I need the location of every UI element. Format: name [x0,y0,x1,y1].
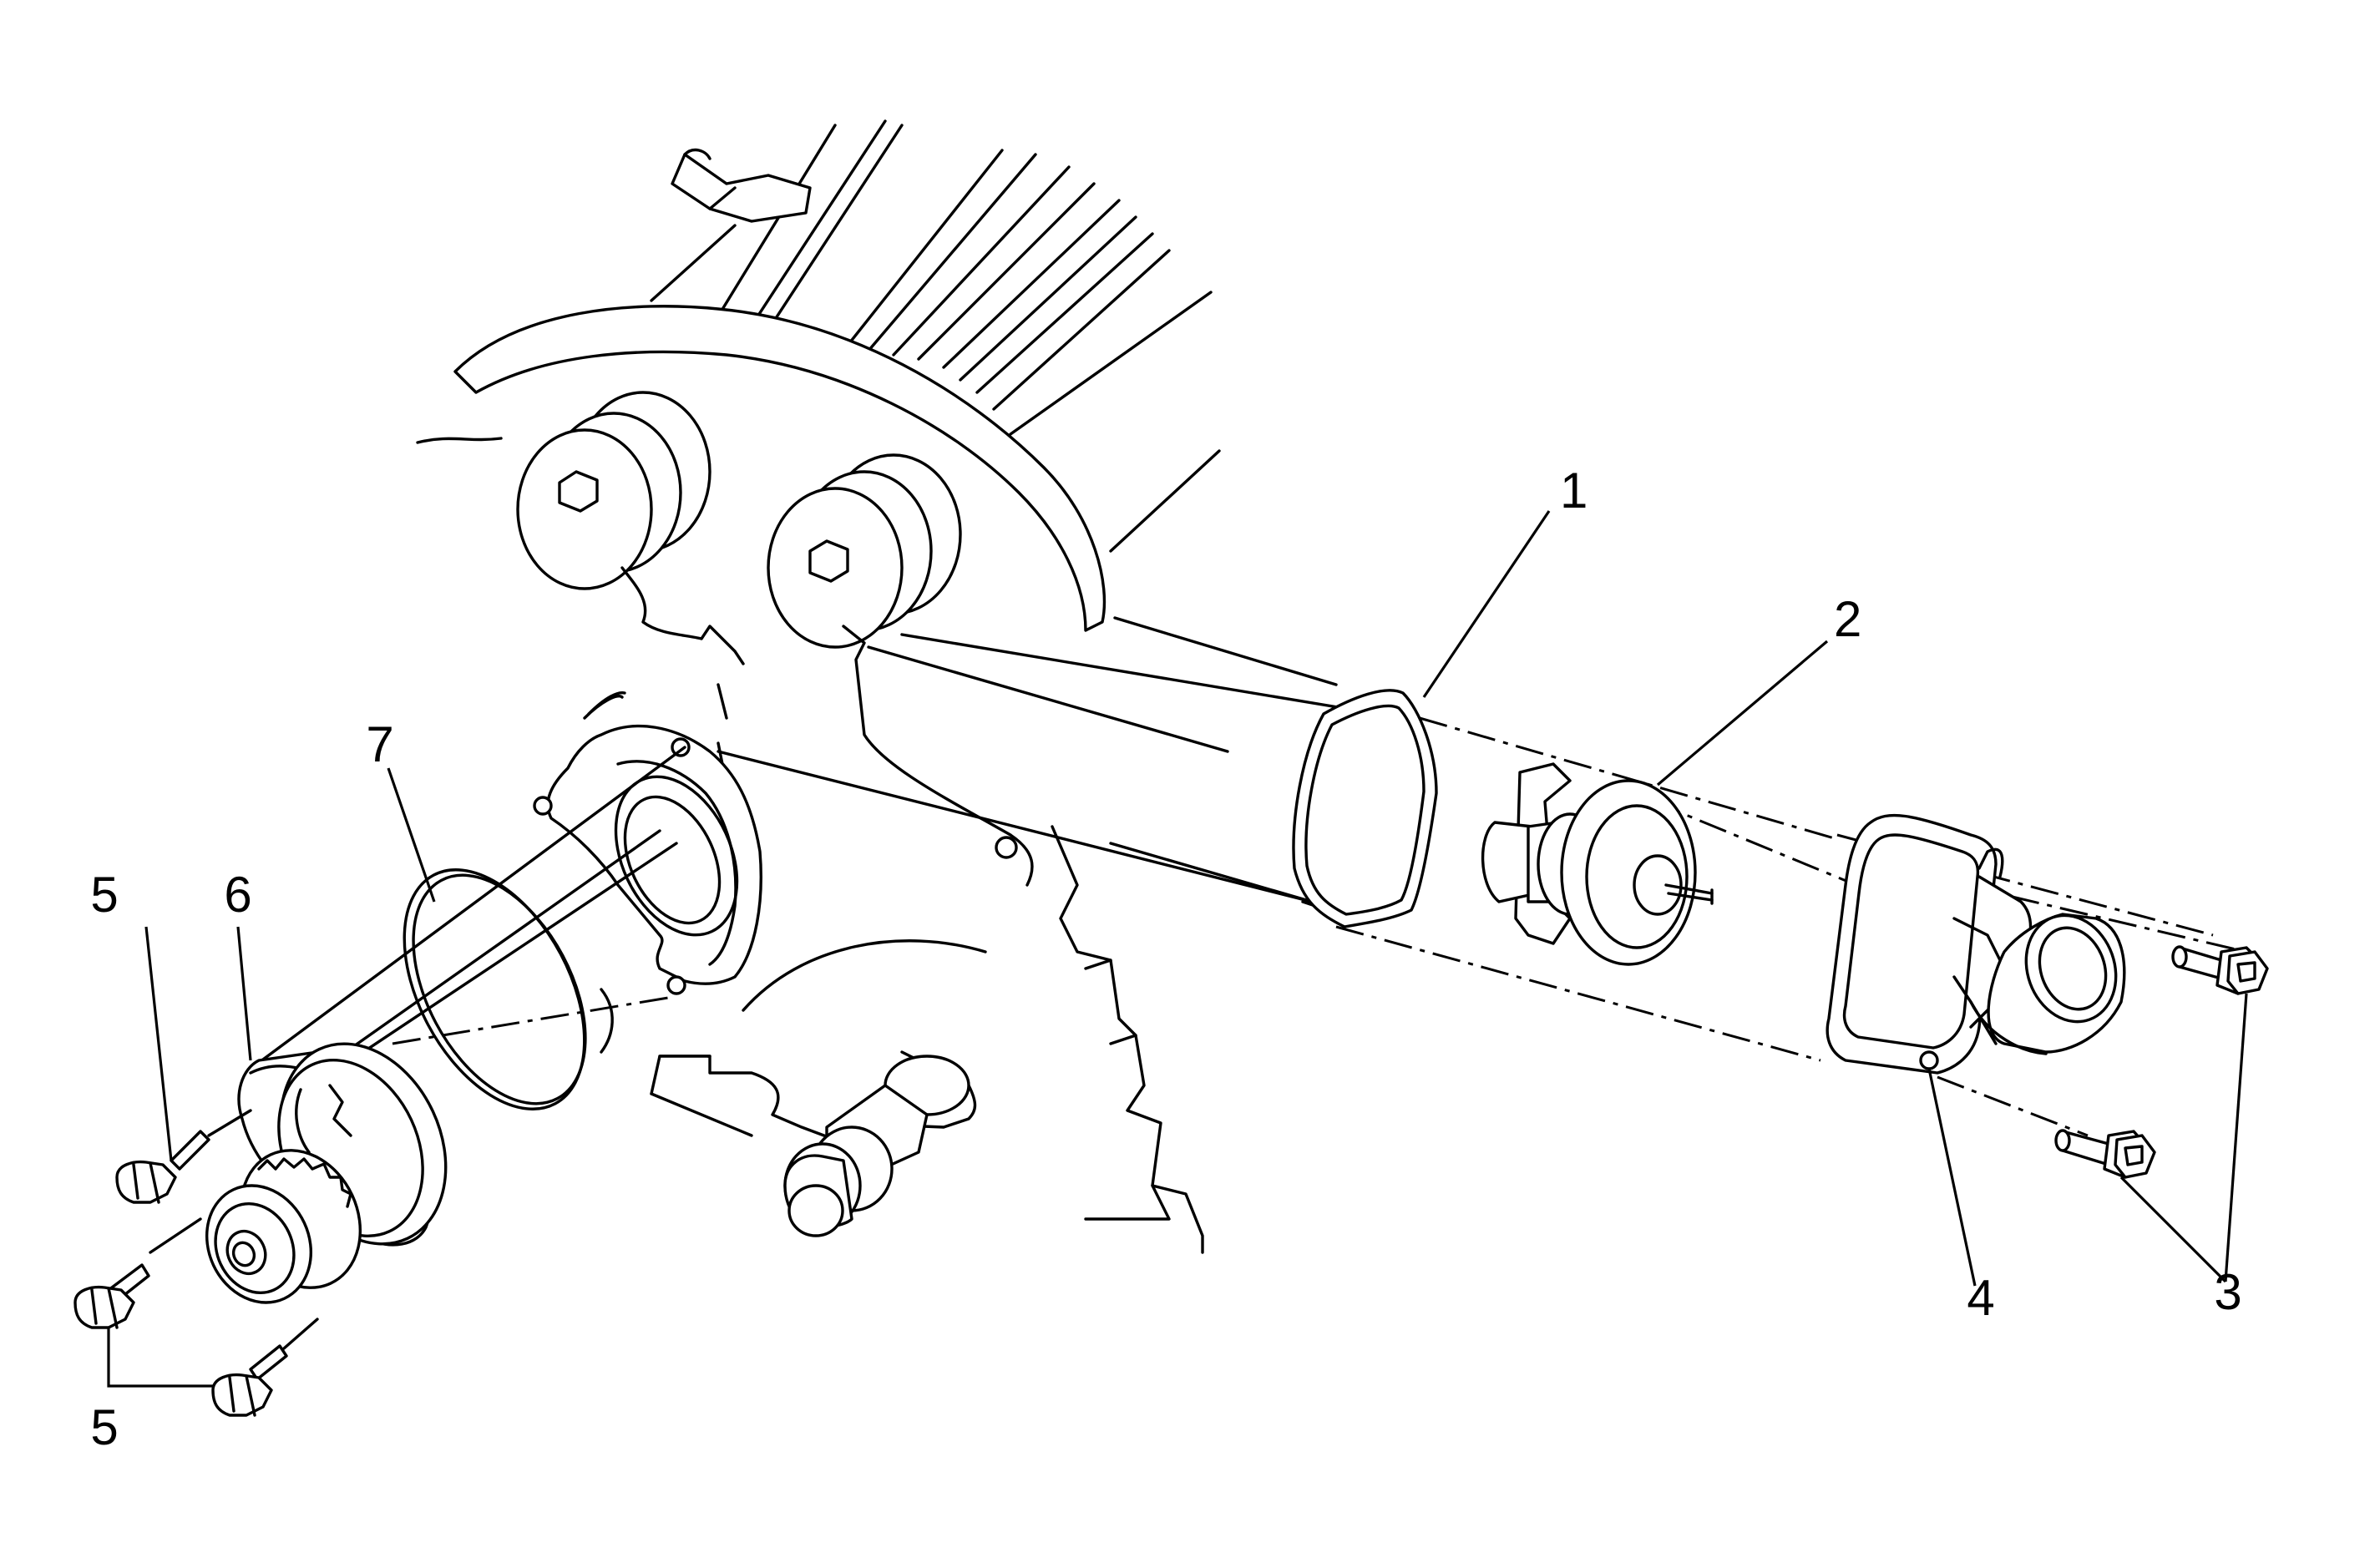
water-pump-sprocket [205,1149,362,1304]
water-pump-o-ring-seal [403,868,587,1110]
water-pump-bolt-lower [211,1344,288,1417]
callout-2: 2 [1834,591,1861,647]
callout-leader-lines [107,510,2248,1388]
water-pump-bolt-upper [115,1130,210,1204]
camshaft-pulley-left [516,391,711,590]
callout-6: 6 [224,867,251,923]
thermostat-housing-bolt-upper [2171,945,2269,995]
thermostat [1481,762,1714,966]
water-pump [205,746,686,1304]
thermostat-housing [1826,813,2126,1075]
callout-labels: 1 2 3 4 5 6 7 5 [90,463,2241,1455]
callout-3: 3 [2214,1264,2241,1320]
callout-5-upper: 5 [90,867,118,923]
callout-7: 7 [366,716,393,772]
callout-5-lower: 5 [90,1399,118,1455]
callout-1: 1 [1560,463,1588,518]
crankshaft-sprocket [650,939,987,1237]
bolt-alignment-lines [149,1109,319,1350]
engine-block [416,119,1221,1254]
thermostat-housing-gasket [1292,689,1438,928]
camshaft-pulley-right [767,453,962,649]
callout-4: 4 [1967,1270,1994,1326]
oil-filler-cap [671,148,812,223]
water-pump-bolt-middle [73,1263,150,1329]
thermostat-housing-bolt-lower [2054,1129,2156,1179]
camshaft-cover-ribs [650,119,1221,553]
timing-belt-cover [453,305,1106,632]
alignment-lines [717,616,2247,1137]
water-pump-mounting-flange [533,690,762,995]
